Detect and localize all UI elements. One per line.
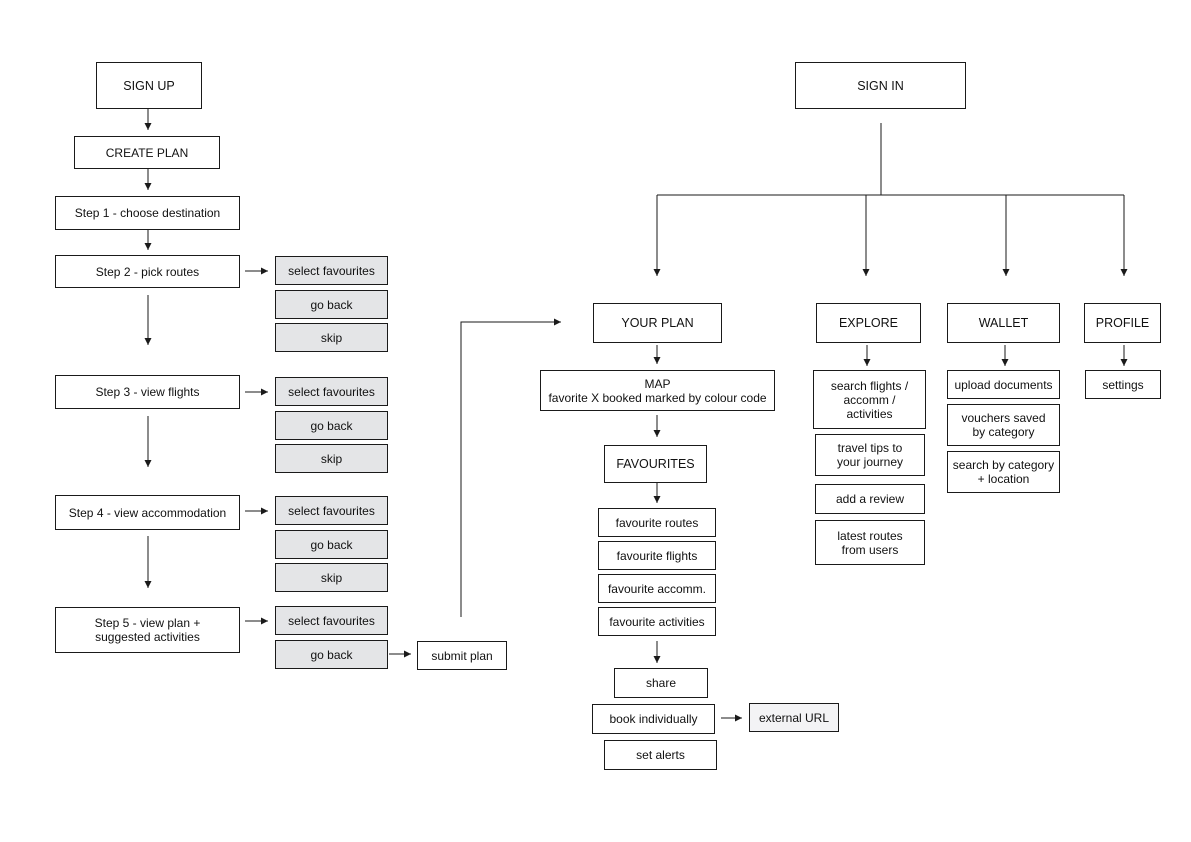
favourite-accomm-box: favourite accomm. xyxy=(598,574,716,603)
step5-go-back: go back xyxy=(275,640,388,669)
wallet-box: WALLET xyxy=(947,303,1060,343)
step3-box: Step 3 - view flights xyxy=(55,375,240,409)
sign-in-box: SIGN IN xyxy=(795,62,966,109)
favourite-routes-box: favourite routes xyxy=(598,508,716,537)
add-review-box: add a review xyxy=(815,484,925,514)
explore-box: EXPLORE xyxy=(816,303,921,343)
search-flights-box: search flights / accomm / activities xyxy=(813,370,926,429)
upload-documents-box: upload documents xyxy=(947,370,1060,399)
external-url-box: external URL xyxy=(749,703,839,732)
search-by-category-box: search by category + location xyxy=(947,451,1060,493)
book-individually-box: book individually xyxy=(592,704,715,734)
step3-select-favourites: select favourites xyxy=(275,377,388,406)
step2-go-back: go back xyxy=(275,290,388,319)
step3-skip: skip xyxy=(275,444,388,473)
map-box: MAP favorite X booked marked by colour c… xyxy=(540,370,775,411)
vouchers-box: vouchers saved by category xyxy=(947,404,1060,446)
step2-select-favourites: select favourites xyxy=(275,256,388,285)
step4-select-favourites: select favourites xyxy=(275,496,388,525)
step3-go-back: go back xyxy=(275,411,388,440)
share-box: share xyxy=(614,668,708,698)
favourites-box: FAVOURITES xyxy=(604,445,707,483)
arrow-submit-yourplan xyxy=(460,318,561,617)
submit-plan-box: submit plan xyxy=(417,641,507,670)
settings-box: settings xyxy=(1085,370,1161,399)
set-alerts-box: set alerts xyxy=(604,740,717,770)
step2-box: Step 2 - pick routes xyxy=(55,255,240,288)
step1-box: Step 1 - choose destination xyxy=(55,196,240,230)
favourite-activities-box: favourite activities xyxy=(598,607,716,636)
favourite-flights-box: favourite flights xyxy=(598,541,716,570)
step2-skip: skip xyxy=(275,323,388,352)
travel-tips-box: travel tips to your journey xyxy=(815,434,925,476)
profile-box: PROFILE xyxy=(1084,303,1161,343)
step5-box: Step 5 - view plan + suggested activitie… xyxy=(55,607,240,653)
step4-skip: skip xyxy=(275,563,388,592)
step4-box: Step 4 - view accommodation xyxy=(55,495,240,530)
sign-up-box: SIGN UP xyxy=(96,62,202,109)
create-plan-box: CREATE PLAN xyxy=(74,136,220,169)
your-plan-box: YOUR PLAN xyxy=(593,303,722,343)
step4-go-back: go back xyxy=(275,530,388,559)
latest-routes-box: latest routes from users xyxy=(815,520,925,565)
step5-select-favourites: select favourites xyxy=(275,606,388,635)
